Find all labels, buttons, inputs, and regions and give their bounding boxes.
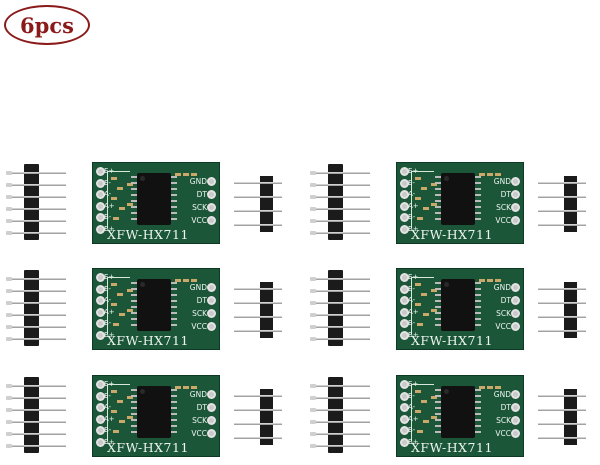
model-label: XFW-HX711 xyxy=(107,333,189,348)
pin-label-sck: SCK xyxy=(192,309,207,318)
pad-label: E+ xyxy=(408,167,419,175)
pin-label-sck: SCK xyxy=(496,309,511,318)
pin-label-dt: DT xyxy=(500,190,511,199)
model-label: XFW-HX711 xyxy=(107,440,189,455)
pin-label-vcc: VCC xyxy=(191,429,207,438)
pin-label-sck: SCK xyxy=(496,416,511,425)
six-pin-header xyxy=(310,268,375,348)
pad-label: B- xyxy=(408,213,416,221)
pin-label-dt: DT xyxy=(196,403,207,412)
pin-label-vcc: VCC xyxy=(191,216,207,225)
pad-label: A- xyxy=(104,190,112,198)
pin-label-sck: SCK xyxy=(496,203,511,212)
pin-label-vcc: VCC xyxy=(495,429,511,438)
model-label: XFW-HX711 xyxy=(107,227,189,242)
pad-label: A+ xyxy=(104,414,115,423)
pin-label-gnd: GND xyxy=(493,390,511,399)
pad-label: B- xyxy=(408,319,416,327)
pad-label: A+ xyxy=(104,307,115,316)
pin-label-gnd: GND xyxy=(189,390,207,399)
pad-label: B+ xyxy=(408,437,419,446)
pin-label-sck: SCK xyxy=(192,203,207,212)
four-pin-header xyxy=(234,176,282,232)
pad-label: B+ xyxy=(104,224,115,233)
four-pin-header xyxy=(234,389,282,445)
pad-label: A+ xyxy=(408,307,419,316)
pad-label: E- xyxy=(408,284,415,293)
pad-label: E+ xyxy=(104,380,115,388)
pad-label: A- xyxy=(408,403,416,411)
pad-label: E+ xyxy=(104,167,115,175)
four-pin-header xyxy=(234,282,282,338)
pad-label: B+ xyxy=(408,224,419,233)
six-pin-header xyxy=(6,268,71,348)
pad-label: B+ xyxy=(104,330,115,339)
model-label: XFW-HX711 xyxy=(411,333,493,348)
pin-label-gnd: GND xyxy=(493,283,511,292)
four-pin-header xyxy=(538,282,586,338)
pad-label: B- xyxy=(104,319,112,327)
four-pin-header xyxy=(538,389,586,445)
pad-label: B+ xyxy=(408,330,419,339)
six-pin-header xyxy=(310,162,375,242)
pin-label-gnd: GND xyxy=(189,283,207,292)
pad-label: E- xyxy=(104,391,111,400)
pad-label: E+ xyxy=(408,273,419,281)
pad-label: B- xyxy=(104,426,112,434)
pin-label-gnd: GND xyxy=(189,177,207,186)
pin-label-sck: SCK xyxy=(192,416,207,425)
six-pin-header xyxy=(6,162,71,242)
pad-label: A- xyxy=(408,296,416,304)
pad-label: A+ xyxy=(104,201,115,210)
pin-label-vcc: VCC xyxy=(495,322,511,331)
pad-label: E+ xyxy=(408,380,419,388)
model-label: XFW-HX711 xyxy=(411,227,493,242)
pad-label: A+ xyxy=(408,201,419,210)
pin-label-dt: DT xyxy=(196,296,207,305)
pad-label: E- xyxy=(408,391,415,400)
pin-label-vcc: VCC xyxy=(495,216,511,225)
pad-label: A- xyxy=(408,190,416,198)
pin-label-vcc: VCC xyxy=(191,322,207,331)
pad-label: B- xyxy=(104,213,112,221)
model-label: XFW-HX711 xyxy=(411,440,493,455)
pad-label: E- xyxy=(104,178,111,187)
four-pin-header xyxy=(538,176,586,232)
pad-label: B+ xyxy=(104,437,115,446)
quantity-badge: 6pcs xyxy=(4,5,90,45)
pin-label-dt: DT xyxy=(500,403,511,412)
six-pin-header xyxy=(310,375,375,455)
pad-label: A- xyxy=(104,296,112,304)
pin-label-dt: DT xyxy=(196,190,207,199)
pad-label: E+ xyxy=(104,273,115,281)
pin-label-dt: DT xyxy=(500,296,511,305)
pin-label-gnd: GND xyxy=(493,177,511,186)
pad-label: E- xyxy=(408,178,415,187)
pad-label: B- xyxy=(408,426,416,434)
six-pin-header xyxy=(6,375,71,455)
pad-label: A+ xyxy=(408,414,419,423)
pad-label: E- xyxy=(104,284,111,293)
pad-label: A- xyxy=(104,403,112,411)
